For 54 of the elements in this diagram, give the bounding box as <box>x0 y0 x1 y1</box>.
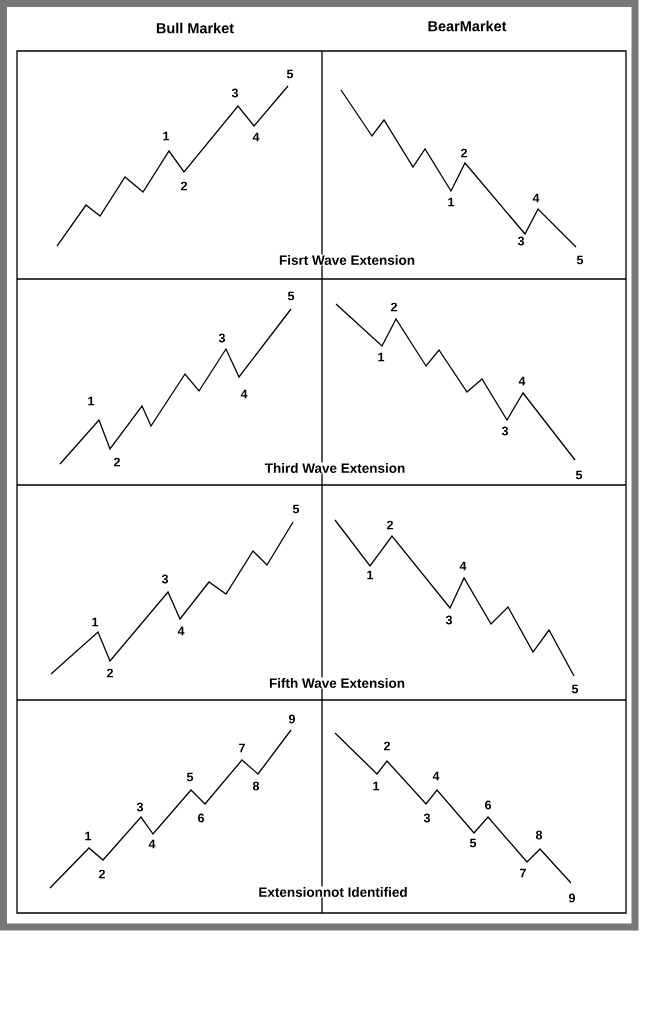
wave-number: 4 <box>177 626 185 636</box>
wave-number: 3 <box>445 615 452 625</box>
wave-number: 3 <box>423 813 430 823</box>
wave-number: 1 <box>85 831 92 841</box>
wave-number: 4 <box>459 561 467 571</box>
wave-number: 5 <box>571 684 579 694</box>
wave-number: 2 <box>180 181 187 191</box>
wave-number: 4 <box>240 389 248 399</box>
wave-number: 2 <box>106 668 113 678</box>
wave-number: 4 <box>432 771 440 781</box>
wave-number: 9 <box>568 893 575 903</box>
wave-number: 8 <box>252 781 260 791</box>
column-header: BearMarket <box>428 20 507 32</box>
wave-number: 7 <box>239 743 245 753</box>
wave-number: 8 <box>535 830 543 840</box>
panel-title: Extensionnot Identified <box>257 886 409 898</box>
wave-number: 1 <box>448 197 455 207</box>
wave-number: 6 <box>485 800 491 810</box>
wave-number: 4 <box>252 132 260 142</box>
wave-number: 2 <box>98 869 105 879</box>
panel-title: Third Wave Extension <box>264 462 406 474</box>
wave-number: 3 <box>161 574 168 584</box>
wave-number: 2 <box>390 302 397 312</box>
wave-number: 2 <box>460 148 467 158</box>
wave-number: 1 <box>378 352 385 362</box>
wave-number: 5 <box>469 838 477 848</box>
wave-number: 2 <box>386 520 393 530</box>
wave-number: 3 <box>231 88 238 98</box>
wave-number: 1 <box>88 396 95 406</box>
wave-number: 5 <box>292 504 300 514</box>
wave-number: 5 <box>186 772 194 782</box>
wave-number: 3 <box>218 333 225 343</box>
panel-title: Fisrt Wave Extension <box>278 254 416 266</box>
wave-number: 2 <box>383 741 390 751</box>
wave-number: 6 <box>198 813 204 823</box>
wave-number: 1 <box>373 781 380 791</box>
wave-number: 5 <box>575 470 583 480</box>
wave-number: 1 <box>367 570 374 580</box>
column-header: Bull Market <box>156 22 234 34</box>
wave-number: 2 <box>113 457 120 467</box>
panel-title: Fifth Wave Extension <box>268 677 406 689</box>
wave-number: 4 <box>532 193 540 203</box>
wave-number: 3 <box>501 426 508 436</box>
wave-number: 5 <box>287 291 295 301</box>
wave-number: 4 <box>518 376 526 386</box>
wave-number: 1 <box>92 617 99 627</box>
wave-number: 4 <box>148 839 156 849</box>
wave-number: 1 <box>163 131 170 141</box>
wave-number: 3 <box>136 802 143 812</box>
wave-number: 7 <box>520 868 526 878</box>
wave-number: 3 <box>517 236 524 246</box>
wave-number: 9 <box>288 714 295 724</box>
wave-number: 5 <box>576 255 584 265</box>
wave-number: 5 <box>286 69 294 79</box>
